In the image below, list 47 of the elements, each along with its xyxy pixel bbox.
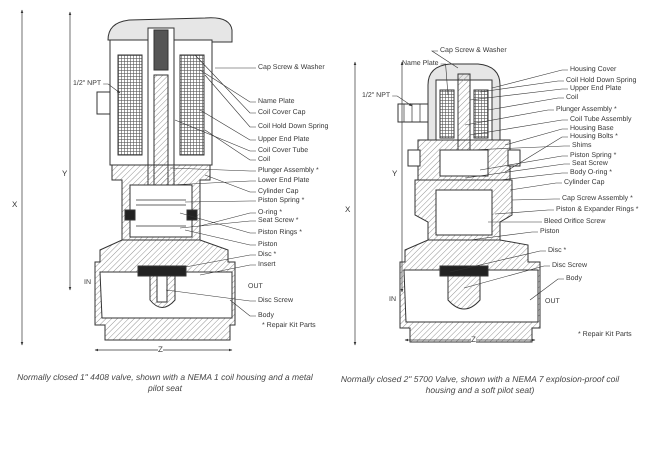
arrow [102, 84, 120, 94]
leader-line [184, 230, 256, 246]
leader-line [494, 210, 554, 214]
leader-line [470, 88, 568, 100]
leader-line [170, 168, 256, 172]
leader-line [200, 110, 256, 140]
leader-line [510, 182, 562, 190]
leader-line [480, 80, 564, 92]
leader-line [480, 156, 568, 170]
leader-line [174, 120, 256, 152]
leader-line [464, 110, 554, 126]
leader-line [204, 174, 256, 192]
leader-line [488, 98, 564, 110]
leader-line [200, 70, 256, 102]
leader-line [504, 136, 568, 172]
leader-line [464, 266, 550, 288]
leader-line [180, 212, 256, 234]
leader-line [450, 250, 546, 272]
dimension-label: Z [471, 336, 476, 344]
arrow [392, 96, 412, 106]
dimension-label: Y [392, 170, 398, 178]
leader-line [500, 172, 568, 180]
leader-line [492, 70, 568, 88]
leader-line [200, 264, 256, 276]
leader-line [194, 54, 256, 114]
leader-line [431, 50, 458, 68]
leader-line [464, 164, 570, 178]
leader-line [166, 290, 256, 302]
leader-line [204, 74, 256, 128]
leader-line [230, 300, 256, 316]
leader-line [200, 212, 256, 226]
leader-line [470, 232, 538, 240]
dimension-label: Y [62, 170, 68, 178]
leader-line [470, 120, 568, 136]
caption: Normally closed 2" 5700 Valve, shown with a NEMA 7 explosion-proof coil housing and a soft pilot seat) [340, 374, 620, 396]
dimension-label: X [12, 201, 18, 209]
leader-line [180, 220, 256, 228]
leader-line [530, 278, 564, 300]
leader-line [512, 198, 560, 200]
leader-line [504, 128, 568, 146]
leader-line [204, 130, 256, 160]
caption: Normally closed 1" 4408 valve, shown with a NEMA 1 coil housing and a metal pilot seat [16, 372, 314, 394]
leader-line [180, 254, 256, 268]
dimension-label: Z [158, 346, 163, 354]
leader-line [184, 200, 256, 202]
leader-line [440, 64, 448, 96]
dimension-label: X [345, 206, 350, 214]
